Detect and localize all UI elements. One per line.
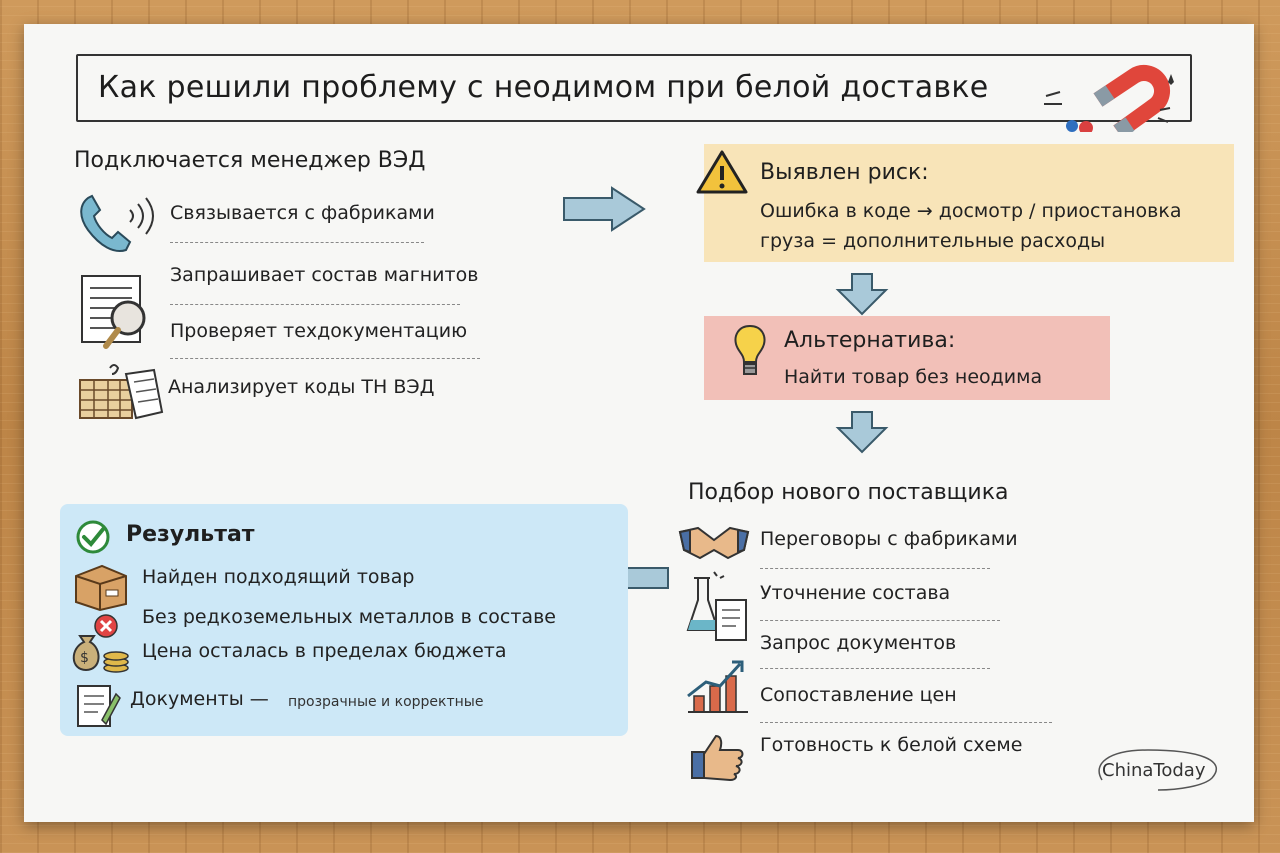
supplier-heading: Подбор нового поставщика [688, 480, 1009, 505]
alternative-text: Найти товар без неодима [784, 366, 1043, 388]
supplier-item-label: Готовность к белой схеме [760, 734, 1023, 756]
divider [170, 242, 424, 243]
result-box [60, 504, 628, 736]
divider [760, 668, 990, 669]
result-heading: Результат [126, 522, 255, 547]
document-edit-icon [77, 685, 121, 727]
manager-item-label: Анализирует коды ТН ВЭД [168, 376, 435, 398]
thumbs-up-icon [691, 734, 744, 782]
supplier-item-label: Переговоры с фабриками [760, 528, 1018, 550]
manager-item-label: Проверяет техдокументацию [170, 320, 468, 342]
manager-heading: Подключается менеджер ВЭД [74, 148, 426, 173]
risk-box [704, 144, 1234, 262]
manager-item-label: Запрашивает состав магнитов [170, 264, 479, 286]
box-icon [75, 564, 127, 612]
table-document-icon [79, 364, 164, 420]
risk-heading: Выявлен риск: [760, 160, 929, 185]
risk-line: Ошибка в коде → досмотр / приостановка [760, 200, 1182, 222]
infographic-sheet: Как решили проблему с неодимом при белой… [24, 24, 1254, 822]
supplier-item-label: Сопоставление цен [760, 684, 957, 706]
supplier-item-label: Запрос документов [760, 632, 957, 654]
brand-logo: ChinaToday [1102, 760, 1206, 781]
divider [760, 722, 1052, 723]
phone-icon [80, 194, 154, 252]
divider [170, 358, 480, 359]
magnet-icon [1044, 64, 1174, 132]
alternative-heading: Альтернатива: [784, 328, 956, 353]
checkmark-icon [76, 520, 110, 554]
result-item-label: Без редкоземельных металлов в составе [142, 606, 556, 628]
page-title: Как решили проблему с неодимом при белой… [98, 70, 989, 105]
document-magnifier-icon [81, 275, 146, 349]
svg-text:$: $ [80, 650, 89, 666]
risk-line: груза = дополнительные расходы [760, 230, 1106, 252]
supplier-item-label: Уточнение состава [760, 582, 951, 604]
logo-swoosh [1098, 749, 1218, 791]
lightbulb-icon [734, 324, 766, 375]
money-bag-icon: $ [72, 614, 129, 673]
alternative-box [704, 316, 1110, 400]
flask-icon [686, 571, 747, 641]
manager-item-label: Связывается с фабриками [170, 202, 435, 224]
arrow-right-icon [563, 186, 646, 232]
result-item-label: Найден подходящий товар [142, 566, 415, 588]
divider [760, 568, 990, 569]
divider [760, 620, 1000, 621]
handshake-icon [678, 526, 750, 560]
warning-icon [696, 150, 748, 194]
arrow-down-icon [835, 411, 889, 454]
divider [170, 304, 460, 305]
result-item-label: Цена осталась в пределах бюджета [142, 640, 507, 662]
title-frame: Как решили проблему с неодимом при белой… [76, 54, 1192, 122]
bar-chart-icon [687, 660, 748, 713]
arrow-down-icon [835, 273, 889, 316]
result-docs-note: прозрачные и корректные [288, 694, 484, 710]
result-docs-label: Документы — [130, 688, 269, 710]
